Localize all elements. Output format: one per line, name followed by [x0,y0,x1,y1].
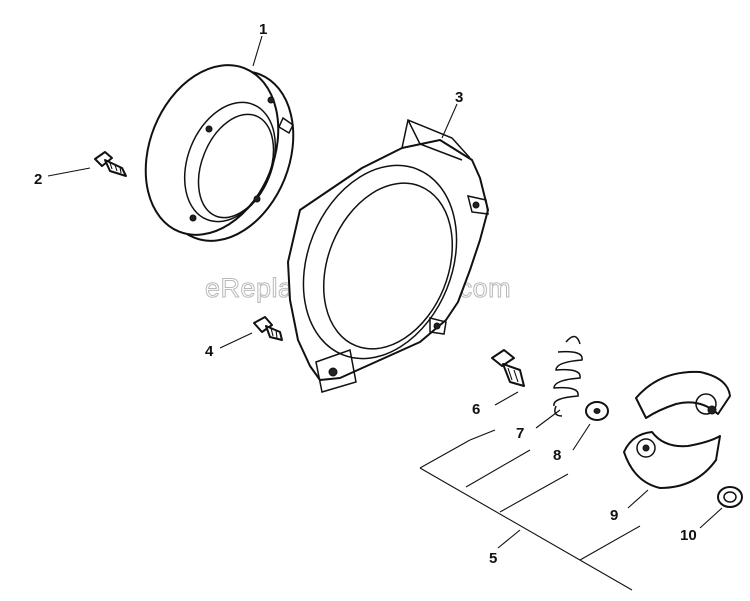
callout-6: 6 [472,401,480,418]
leader-lines [47,35,723,591]
callout-5: 5 [489,550,497,567]
part-2-bolt [94,151,127,177]
callout-8: 8 [553,447,561,464]
part-1-seal-ring [144,64,295,242]
callout-7: 7 [516,425,524,442]
callout-1: 1 [259,21,267,38]
callout-10: 10 [680,527,697,544]
part-8-washer [585,401,609,421]
callout-4: 4 [205,343,214,360]
part-6-bolt [491,349,525,387]
part-9-clutch-shoes [623,370,731,489]
callout-2: 2 [34,171,42,188]
callout-3: 3 [455,89,463,106]
part-10-washer [717,486,743,508]
part-3-housing [287,118,489,393]
part-7-spring [553,335,583,417]
part-4-bolt [253,316,283,341]
callout-9: 9 [610,507,618,524]
